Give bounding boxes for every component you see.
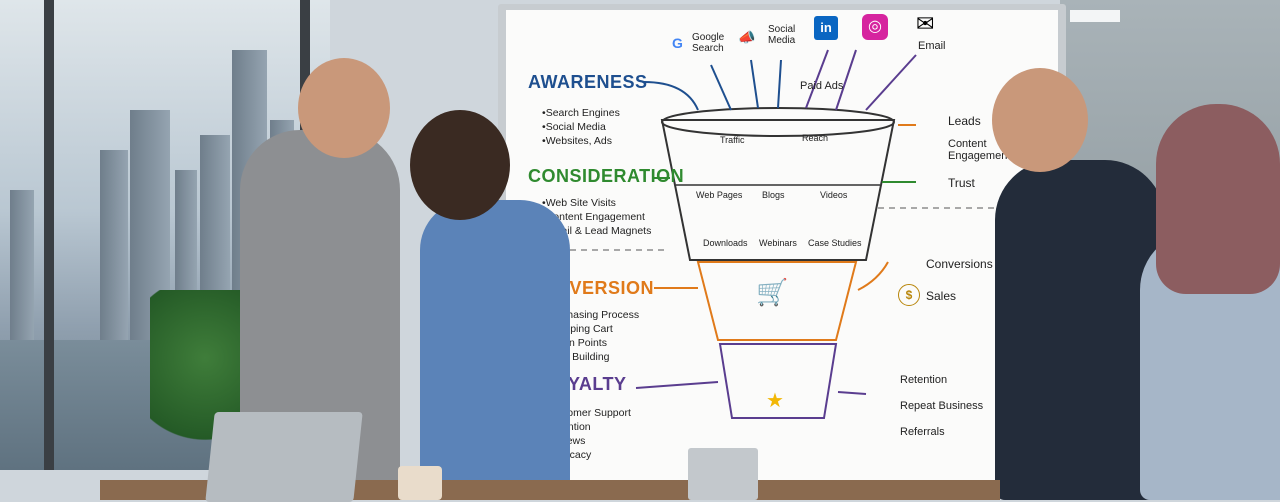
funnel-conversion-section: [696, 261, 858, 341]
list-item: Social Media: [542, 120, 620, 134]
arrow-google: [710, 64, 732, 111]
arrow-retention: [837, 391, 867, 395]
funnel-label-blogs: Blogs: [762, 190, 785, 200]
outcome-trust: Trust: [948, 176, 975, 190]
outcome-referrals: Referrals: [900, 426, 945, 438]
stage-awareness-list: Search Engines Social Media Websites, Ad…: [542, 106, 620, 148]
funnel-drawing: [526, 49, 1046, 419]
list-item: Search Engines: [542, 106, 620, 120]
funnel-top-section: [660, 119, 896, 261]
funnel-label-reach: Reach: [802, 133, 829, 143]
funnel-rim: [661, 107, 895, 137]
channel-social-media: Social Media: [768, 24, 796, 46]
man-navy-hoodie: [995, 160, 1165, 500]
channel-paid-ads: Paid Ads: [800, 80, 844, 92]
funnel-loyalty-section: [718, 343, 838, 419]
dollar-icon: $: [898, 284, 920, 306]
arrow-email: [865, 54, 917, 111]
arrow-conversions: [857, 261, 889, 291]
outcome-leads: Leads: [948, 114, 981, 128]
outcome-repeat-business: Repeat Business: [900, 400, 984, 412]
star-icon: ★: [766, 390, 784, 412]
outcome-conversions: Conversions: [926, 257, 993, 271]
email-icon: ✉: [916, 11, 935, 36]
outcome-sales: Sales: [926, 289, 957, 303]
ceiling-light: [1070, 10, 1120, 22]
laptop: [205, 412, 363, 502]
channel-google-search: Google Search: [692, 32, 725, 54]
list-item: Email & Lead Magnets: [542, 224, 652, 238]
funnel-label-webinars: Webinars: [759, 238, 797, 248]
arrow-paid: [777, 59, 782, 109]
arrow-linkedin: [805, 49, 829, 109]
outcome-content-engagement: Content Engagement: [948, 138, 1011, 162]
whiteboard: G Google Search 📣 Social Media in ◎ ✉ Em…: [506, 10, 1058, 486]
funnel-label-case-studies: Case Studies: [808, 238, 862, 248]
man-gray-blazer-head: [298, 58, 390, 158]
woman-blue-shirt: [420, 200, 570, 500]
funnel-label-traffic: Traffic: [720, 135, 745, 145]
funnel-label-videos: Videos: [820, 190, 848, 200]
arrow-social: [750, 59, 759, 109]
list-item: Content Engagement: [542, 210, 651, 224]
laptop-small: [688, 448, 758, 500]
man-navy-hoodie-head: [992, 68, 1088, 172]
stage-consideration-list: Web Site Visits Content Engagement Email…: [542, 196, 652, 238]
arrow-loyalty: [635, 381, 719, 389]
channel-email: Email: [918, 40, 946, 52]
google-icon: G: [672, 35, 683, 51]
coffee-cup: [398, 466, 442, 500]
funnel-label-downloads: Downloads: [703, 238, 748, 248]
woman-blue-shirt-hair: [410, 110, 510, 220]
funnel-label-web-pages: Web Pages: [696, 190, 743, 200]
linkedin-icon: in: [814, 16, 838, 40]
arrow-instagram: [835, 49, 857, 111]
stage-consideration-title: CONSIDERATION: [528, 166, 685, 186]
shopping-cart-icon: 🛒: [756, 277, 789, 307]
list-item: Websites, Ads: [542, 134, 620, 148]
outcome-retention: Retention: [900, 374, 948, 386]
arrow-awareness: [643, 81, 699, 111]
woman-hijab-headscarf: [1156, 104, 1280, 294]
stage-awareness-title: AWARENESS: [528, 72, 648, 92]
list-item: Web Site Visits: [542, 196, 651, 210]
instagram-icon: ◎: [862, 14, 888, 40]
megaphone-icon: 📣: [738, 29, 756, 45]
